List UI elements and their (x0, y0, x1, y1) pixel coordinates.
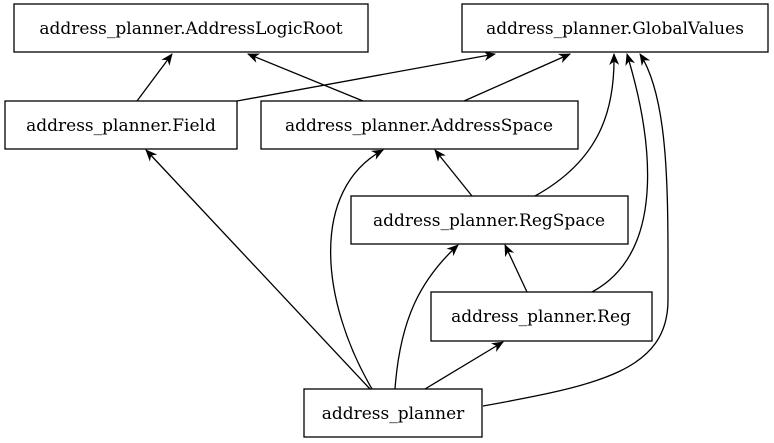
node-address-logic-root-label: address_planner.AddressLogicRoot (39, 19, 342, 39)
edge-address-planner-to-global-values (482, 53, 669, 407)
node-address-planner: address_planner (303, 388, 483, 438)
node-reg-space: address_planner.RegSpace (350, 195, 629, 245)
edge-address-space-to-global-values (463, 53, 571, 102)
node-address-logic-root: address_planner.AddressLogicRoot (13, 3, 369, 53)
edge-field-to-address-logic-root (136, 53, 173, 102)
node-global-values-label: address_planner.GlobalValues (486, 19, 744, 39)
node-field-label: address_planner.Field (26, 116, 216, 136)
node-address-planner-label: address_planner (322, 404, 465, 424)
edges (136, 51, 669, 407)
edge-address-planner-to-reg (424, 341, 504, 390)
edge-address-space-to-address-logic-root (247, 53, 364, 102)
node-reg-label: address_planner.Reg (451, 307, 631, 327)
node-address-space-label: address_planner.AddressSpace (285, 116, 553, 136)
edge-reg-space-to-address-space (434, 149, 473, 197)
node-global-values: address_planner.GlobalValues (461, 3, 769, 53)
node-address-space: address_planner.AddressSpace (260, 100, 579, 150)
edge-reg-to-reg-space (504, 244, 528, 293)
node-reg-space-label: address_planner.RegSpace (373, 211, 605, 231)
edge-address-planner-to-address-space (329, 149, 384, 390)
edge-field-to-global-values (236, 51, 496, 102)
edge-reg-space-to-global-values (534, 53, 620, 197)
edge-address-planner-to-field (145, 149, 371, 390)
node-reg: address_planner.Reg (430, 291, 653, 342)
edge-reg-to-global-values (591, 53, 649, 293)
node-field: address_planner.Field (4, 100, 238, 150)
edge-address-planner-to-reg-space (394, 244, 459, 390)
